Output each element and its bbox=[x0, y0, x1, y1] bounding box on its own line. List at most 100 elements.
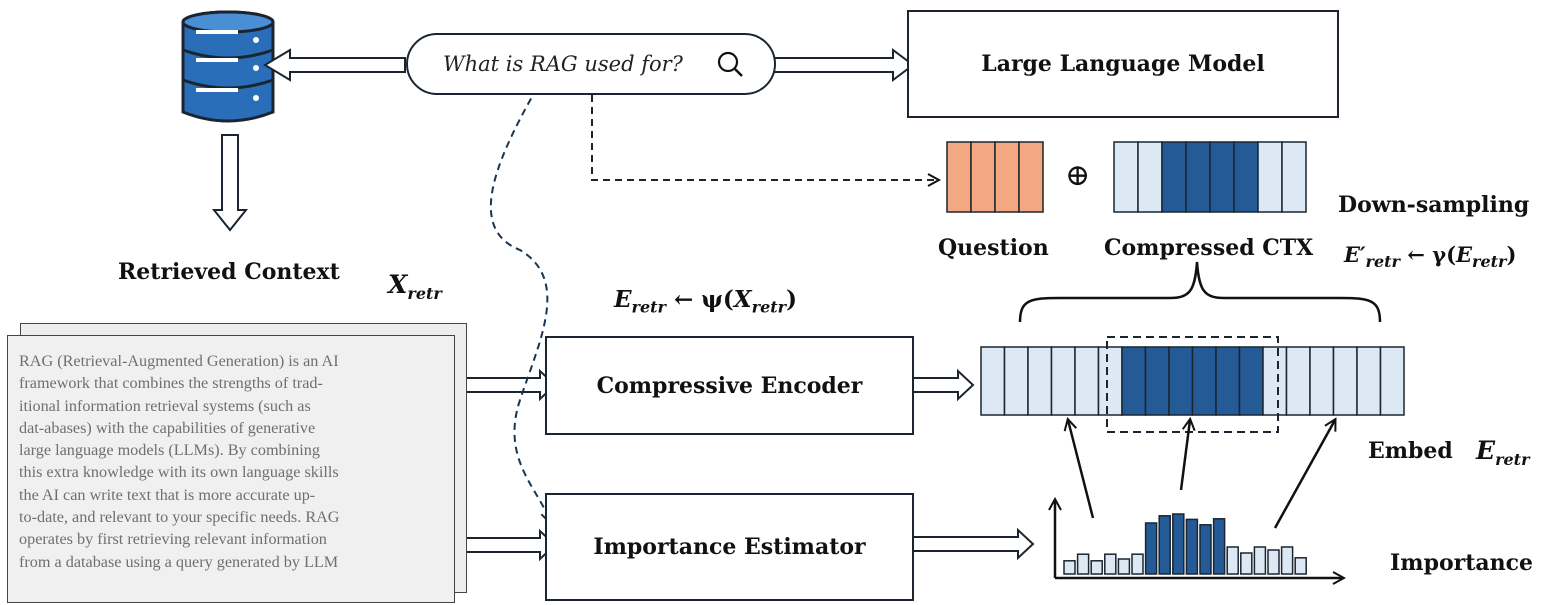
embed-token bbox=[1379, 346, 1405, 416]
embed-token bbox=[1332, 346, 1358, 416]
dashed-query-to-estimator bbox=[489, 87, 550, 522]
llm-box: Large Language Model bbox=[907, 10, 1339, 118]
compressed-token bbox=[1281, 141, 1307, 213]
importance-bar bbox=[1212, 518, 1226, 575]
question-token bbox=[970, 141, 996, 213]
embed-token bbox=[1003, 346, 1029, 416]
importance-bar bbox=[1076, 553, 1090, 575]
query-text: What is RAG used for? bbox=[443, 52, 683, 76]
importance-bar bbox=[1185, 518, 1199, 575]
importance-axes bbox=[1055, 500, 1343, 578]
compressive-encoder-box: Compressive Encoder bbox=[545, 336, 914, 435]
compressed-token bbox=[1233, 141, 1259, 213]
doc-line: framework that combines the strengths of… bbox=[19, 374, 323, 393]
compressed-token bbox=[1137, 141, 1163, 213]
embed-token bbox=[1262, 346, 1288, 416]
doc-line: RAG (Retrieval-Augmented Generation) is … bbox=[19, 352, 339, 370]
embed-tokens bbox=[980, 346, 1405, 416]
embed-token bbox=[1168, 346, 1194, 416]
importance-bar bbox=[1240, 552, 1253, 575]
arrow-doc-to-estimator bbox=[459, 528, 557, 562]
importance-bar bbox=[1172, 513, 1185, 575]
embed-token bbox=[1027, 346, 1053, 416]
doc-line: from a database using a query generated … bbox=[19, 552, 339, 571]
embed-token bbox=[1050, 346, 1076, 416]
arrow-importance-right bbox=[1273, 420, 1335, 529]
importance-label: Importance bbox=[1390, 550, 1534, 576]
doc-line: the AI can write text that is more accur… bbox=[19, 485, 316, 504]
embed-token bbox=[1144, 346, 1170, 416]
importance-estimator-box: Importance Estimator bbox=[545, 493, 914, 601]
compressed-token bbox=[1113, 141, 1139, 213]
arrow-database-to-context bbox=[211, 134, 249, 232]
embed-math: Eretr bbox=[1476, 436, 1530, 469]
query-pill[interactable]: What is RAG used for? bbox=[406, 33, 776, 95]
importance-bar bbox=[1090, 560, 1103, 575]
importance-bar bbox=[1144, 522, 1158, 575]
llm-label: Large Language Model bbox=[981, 51, 1265, 77]
compressed-token bbox=[1185, 141, 1211, 213]
embed-token bbox=[1238, 346, 1264, 416]
doc-line: this extra knowledge with its own langua… bbox=[19, 463, 339, 482]
encoder-label: Compressive Encoder bbox=[596, 372, 863, 399]
dashed-query-to-question bbox=[591, 95, 938, 180]
importance-bar bbox=[1117, 558, 1131, 575]
doc-line: large language models (LLMs). By combini… bbox=[19, 441, 320, 460]
importance-bar bbox=[1294, 557, 1307, 575]
arrow-query-to-llm bbox=[766, 48, 915, 82]
doc-line: dat-abases) with the capabilities of gen… bbox=[19, 418, 316, 437]
doc-line: operates by first retrieving relevant in… bbox=[19, 530, 327, 549]
importance-bar bbox=[1226, 546, 1239, 575]
importance-bar bbox=[1267, 549, 1280, 575]
embed-token bbox=[1356, 346, 1382, 416]
estimator-label: Importance Estimator bbox=[593, 534, 866, 560]
importance-bar bbox=[1280, 546, 1294, 575]
arrow-importance-middle bbox=[1179, 420, 1190, 491]
question-tokens bbox=[946, 141, 1044, 213]
compressed-ctx-label: Compressed CTX bbox=[1104, 235, 1314, 261]
down-sampling-label: Down-sampling bbox=[1338, 192, 1530, 218]
importance-bar bbox=[1199, 524, 1212, 575]
x-retr-label: Xretr bbox=[388, 270, 442, 303]
question-token bbox=[1018, 141, 1044, 213]
compressed-token bbox=[1161, 141, 1187, 213]
embed-token bbox=[1215, 346, 1241, 416]
database-icon bbox=[181, 10, 275, 123]
arrow-query-to-database bbox=[263, 48, 406, 82]
question-token bbox=[946, 141, 972, 213]
compressed-ctx-tokens bbox=[1113, 141, 1307, 213]
importance-bar bbox=[1063, 560, 1076, 575]
compressed-token bbox=[1209, 141, 1235, 213]
doc-line: itional information retrieval systems (s… bbox=[19, 396, 311, 415]
concat-symbol: ⊕ bbox=[1065, 158, 1091, 193]
retrieved-document: RAG (Retrieval-Augmented Generation) is … bbox=[7, 335, 455, 603]
importance-bar bbox=[1158, 515, 1171, 575]
question-label: Question bbox=[938, 235, 1049, 261]
doc-line: to-date, and relevant to your specific n… bbox=[19, 508, 340, 527]
encoder-formula: Eretr ← ψ(Xretr) bbox=[614, 286, 797, 317]
compressed-token bbox=[1257, 141, 1283, 213]
embed-token bbox=[1309, 346, 1335, 416]
importance-bars bbox=[1063, 513, 1307, 575]
embed-token bbox=[1191, 346, 1217, 416]
arrow-doc-to-encoder bbox=[461, 368, 557, 402]
embed-token bbox=[1097, 346, 1123, 416]
question-token bbox=[994, 141, 1020, 213]
importance-bar bbox=[1253, 546, 1267, 575]
arrow-importance-left bbox=[1068, 420, 1095, 519]
embed-label: Embed bbox=[1368, 438, 1453, 464]
embed-token bbox=[1285, 346, 1311, 416]
arrow-estimator-to-importance bbox=[904, 527, 1035, 561]
search-icon[interactable] bbox=[716, 50, 746, 80]
embed-token bbox=[980, 346, 1006, 416]
embed-token bbox=[1074, 346, 1100, 416]
retrieved-context-label: Retrieved Context bbox=[118, 259, 340, 285]
curly-brace bbox=[1018, 261, 1382, 323]
importance-bar bbox=[1104, 553, 1117, 575]
selection-box bbox=[1106, 336, 1279, 433]
down-sampling-formula: E′retr ← γ(Eretr) bbox=[1344, 242, 1517, 272]
embed-token bbox=[1121, 346, 1147, 416]
importance-bar bbox=[1131, 553, 1144, 575]
